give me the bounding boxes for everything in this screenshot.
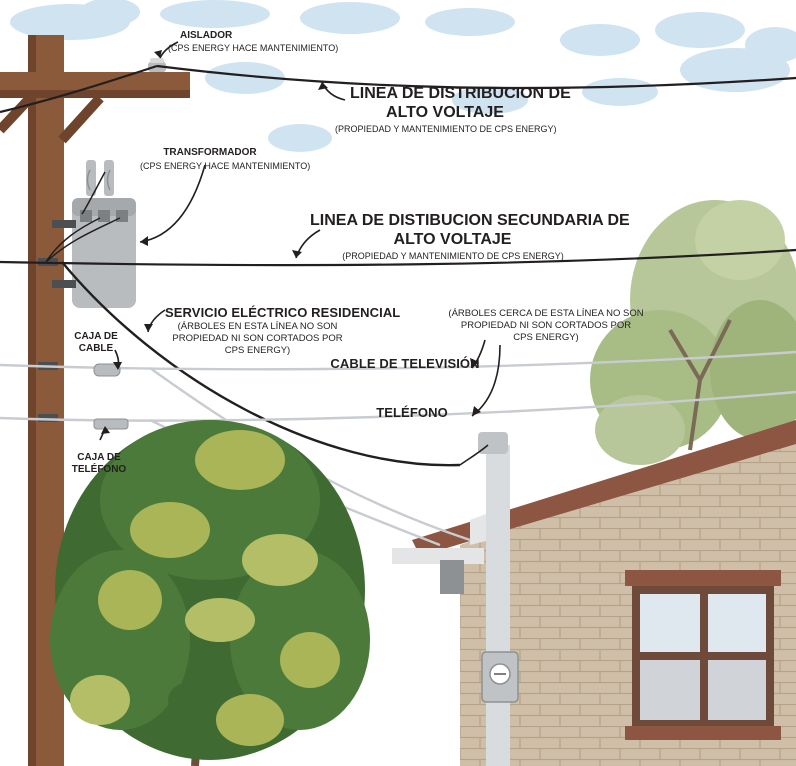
caja-cable-line2: CABLE [78,343,114,354]
cable-television-label: CABLE DE TELEVISIÓN [330,356,480,371]
residencial-note-line3: CPS ENERGY) [224,345,291,356]
transformador-subtitle: (CPS ENERGY HACE MANTENIMIENTO) [140,161,311,171]
utility-pole [0,35,190,766]
arboles-cerca-note-line1: (ÁRBOLES CERCA DE ESTA LÍNEA NO SON [448,308,644,319]
alto-voltaje-subtitle: (PROPIEDAD Y MANTENIMIENTO DE CPS ENERGY… [335,124,557,134]
arboles-cerca-note-line3: CPS ENERGY) [513,332,579,343]
alto-voltaje-title-line1: LINEA DE DISTRIBUCION DE [350,85,571,102]
telefono-label: TELÉFONO [376,405,448,420]
transformer [52,160,136,308]
foreground-tree [50,420,370,766]
residencial-title: SERVICIO ELÉCTRICO RESIDENCIAL [165,305,401,320]
transformador-title: TRANSFORMADOR [163,147,257,158]
secundaria-title-line2: ALTO VOLTAJE [393,231,512,248]
caja-cable-line1: CAJA DE [74,331,118,342]
aislador-subtitle: (CPS ENERGY HACE MANTENIMIENTO) [168,43,339,53]
house [392,420,796,766]
sky-clouds [10,0,796,152]
residencial-note-line2: PROPIEDAD NI SON CORTADOS POR [172,333,343,344]
arboles-cerca-note-line2: PROPIEDAD NI SON CORTADOS POR [460,320,632,331]
arrow-heads [101,50,481,434]
background-tree [590,200,796,465]
wires [0,64,796,547]
aislador-title: AISLADOR [180,30,233,41]
caja-telefono-line2: TELÉFONO [71,464,127,475]
secundaria-title-line1: LINEA DE DISTIBUCION SECUNDARIA DE [310,212,630,229]
secundaria-subtitle: (PROPIEDAD Y MANTENIMIENTO DE CPS ENERGY… [342,251,564,261]
residencial-note-line1: (ÁRBOLES EN ESTA LÍNEA NO SON [177,321,338,332]
alto-voltaje-title-line2: ALTO VOLTAJE [386,104,504,121]
caja-telefono-line1: CAJA DE [77,452,121,463]
